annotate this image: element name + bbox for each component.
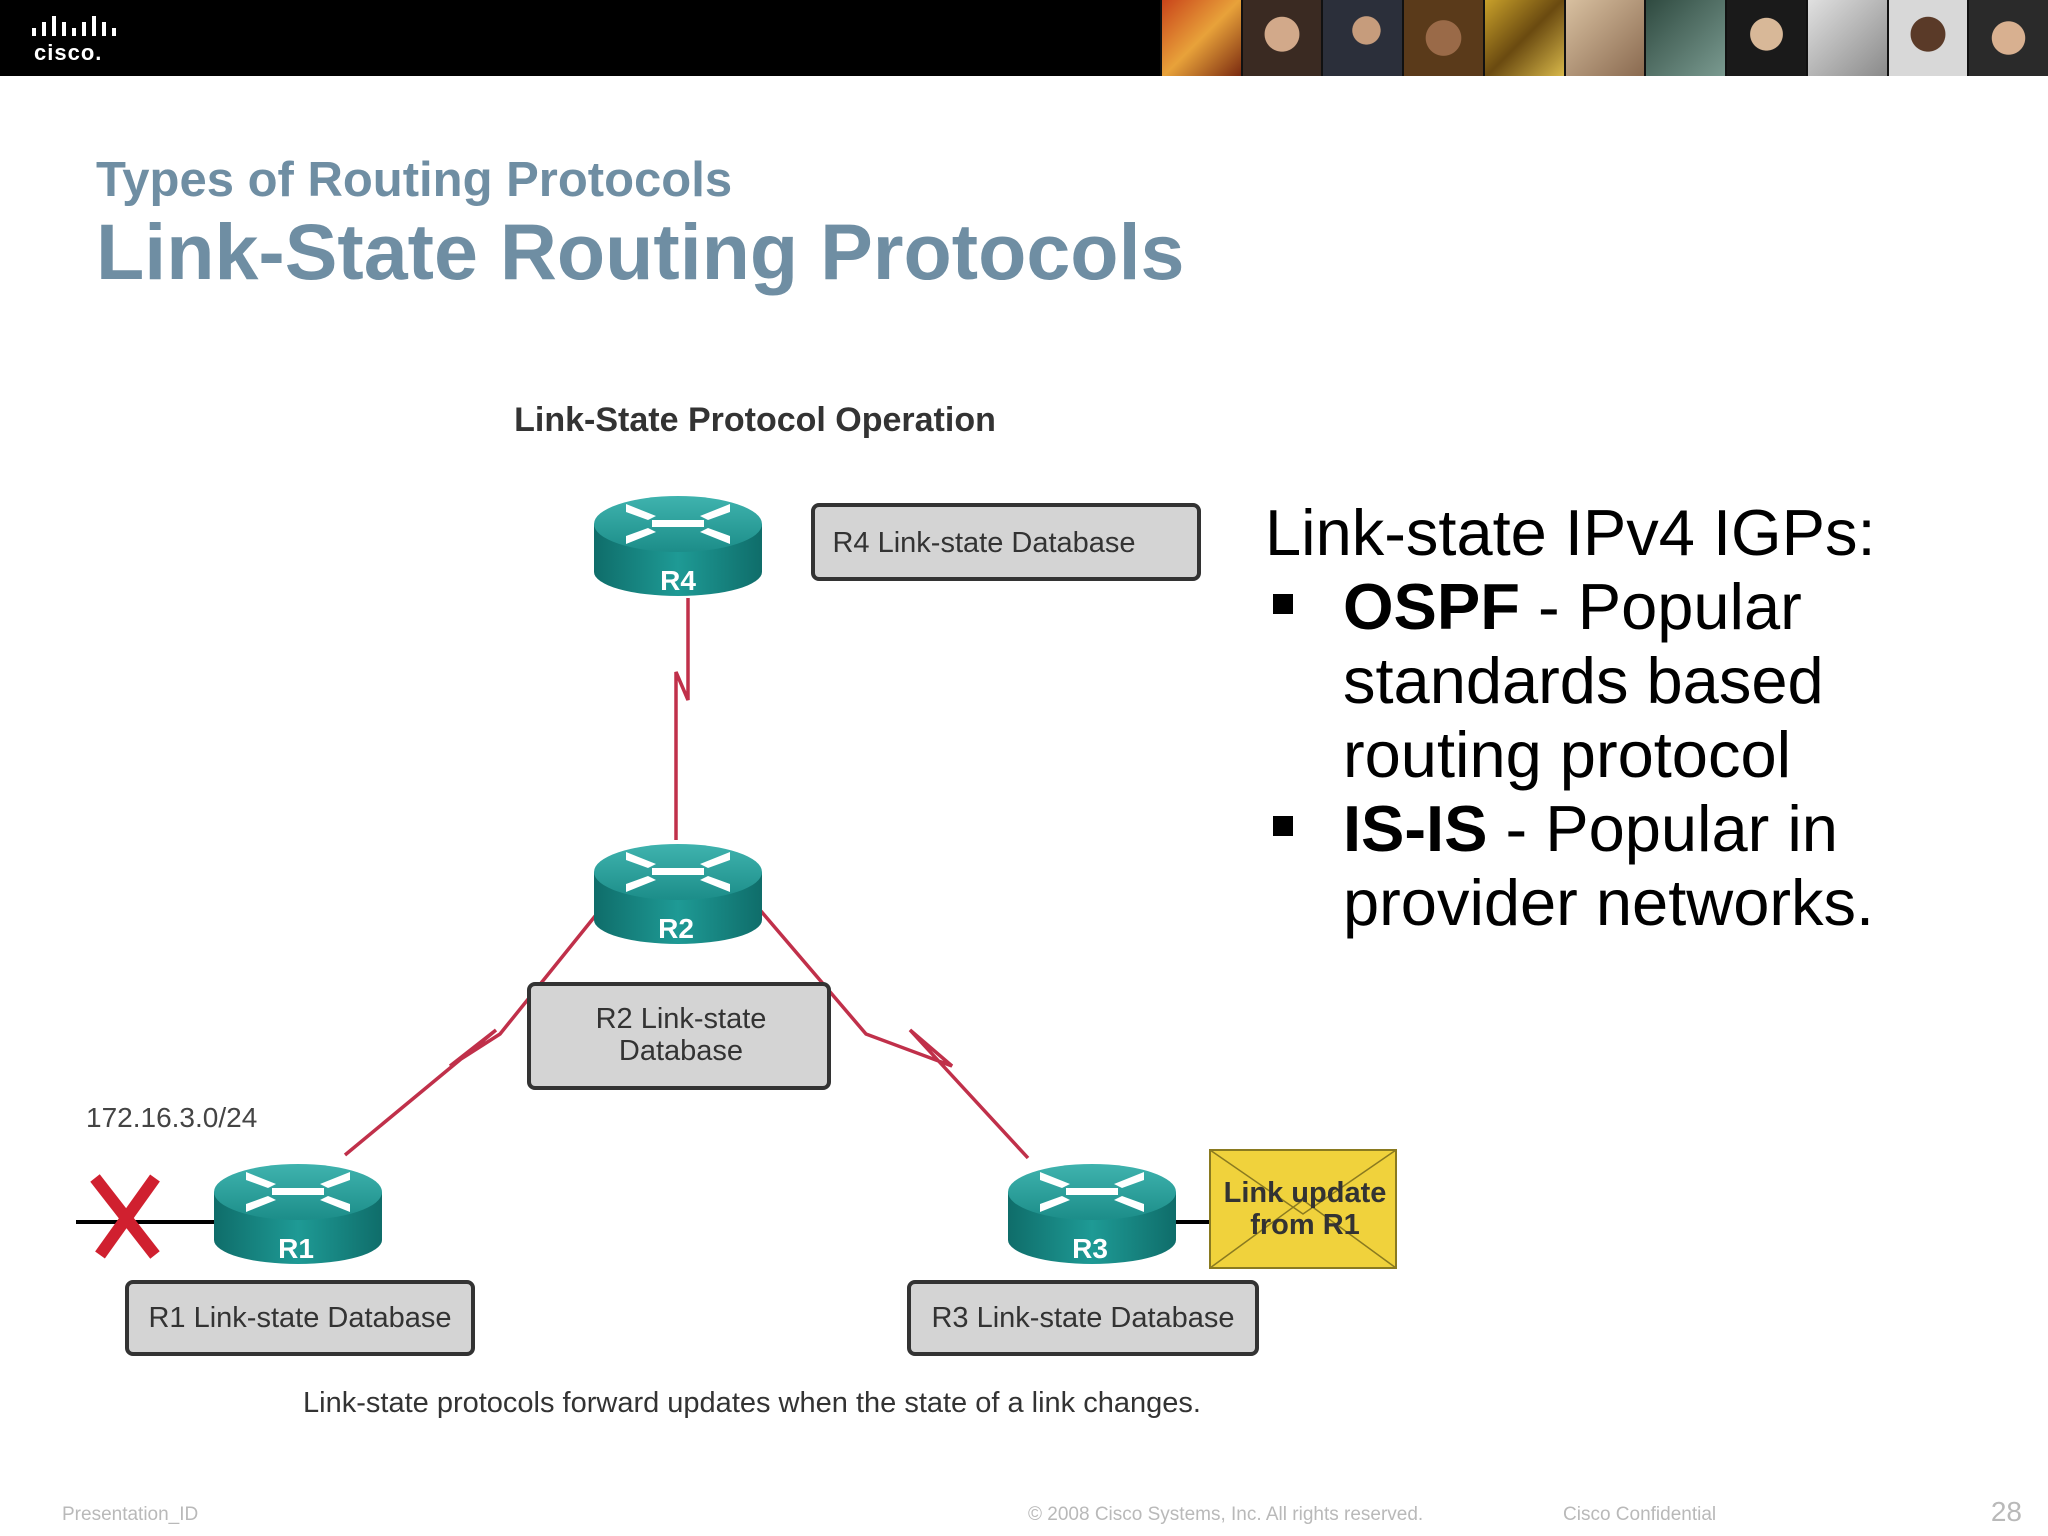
footer-copyright: © 2008 Cisco Systems, Inc. All rights re… [1028,1504,1424,1525]
bullet-item-ospf: OSPF - Popular standards based routing p… [1265,570,2025,792]
photo-tile [1725,0,1806,76]
r2-database-label-line2: Database [619,1035,743,1067]
photo-tile [1967,0,2048,76]
r2-database-box: R2 Link-state Database [527,982,831,1090]
cisco-logo-text: cisco. [34,40,103,65]
diagram-heading: Link-State Protocol Operation [514,401,996,439]
link-update-label-line2: from R1 [1250,1209,1360,1241]
photo-tile [1644,0,1726,76]
r4-database-label: R4 Link-state Database [832,527,1135,559]
slide-title: Link-State Routing Protocols [96,207,1185,296]
photo-tile [1886,0,1968,76]
link-down-x-icon [90,1174,160,1259]
r4-database-box: R4 Link-state Database [811,503,1201,581]
r1-database-label: R1 Link-state Database [148,1302,451,1334]
bullet-text: - Popular standards based routing protoc… [1343,570,1824,791]
diagram-caption: Link-state protocols forward updates whe… [303,1387,1201,1419]
r3-database-label: R3 Link-state Database [931,1302,1234,1334]
top-banner: cisco. [0,0,2048,76]
r2-database-label-line1: R2 Link-state [596,1003,767,1035]
bullet-lead: Link-state IPv4 IGPs: [1265,496,1876,569]
header-photo-strip [1160,0,2048,76]
photo-tile [1240,0,1322,76]
bullet-square-icon [1273,816,1293,836]
photo-tile [1160,0,1241,76]
footer-confidential: Cisco Confidential [1563,1504,1717,1525]
link-update-label-line1: Link update [1224,1177,1387,1209]
router-r1-label: R1 [278,1233,314,1264]
photo-tile [1321,0,1403,76]
bullet-square-icon [1273,594,1293,614]
photo-tile [1482,0,1564,76]
photo-tile [1402,0,1483,76]
network-label: 172.16.3.0/24 [86,1102,257,1133]
r3-database-box: R3 Link-state Database [907,1280,1259,1356]
link-update-envelope-icon: Link update from R1 [1209,1149,1397,1269]
slide-subtitle: Types of Routing Protocols [96,153,733,207]
bullet-term: OSPF [1343,570,1520,643]
bullet-term: IS-IS [1343,792,1488,865]
link-state-diagram: Link-State Protocol Operation R4 R2 R1 R… [76,401,1397,1419]
photo-tile [1563,0,1645,76]
cisco-logo-icon [32,16,116,36]
router-r2-label: R2 [658,913,694,944]
bullet-item-isis: IS-IS - Popular in provider networks. [1265,792,2025,940]
photo-tile [1805,0,1887,76]
bullet-list: OSPF - Popular standards based routing p… [1265,570,2025,940]
page-number: 28 [1990,1496,2022,1527]
link-r4-r2 [674,598,690,840]
r1-database-box: R1 Link-state Database [125,1280,475,1356]
router-r4-label: R4 [660,565,696,596]
bullet-block: Link-state IPv4 IGPs: OSPF - Popular sta… [1265,496,2025,940]
bullet-text: - Popular in provider networks. [1343,792,1875,939]
router-r3-label: R3 [1072,1233,1108,1264]
footer-presentation-id: Presentation_ID [62,1504,199,1525]
